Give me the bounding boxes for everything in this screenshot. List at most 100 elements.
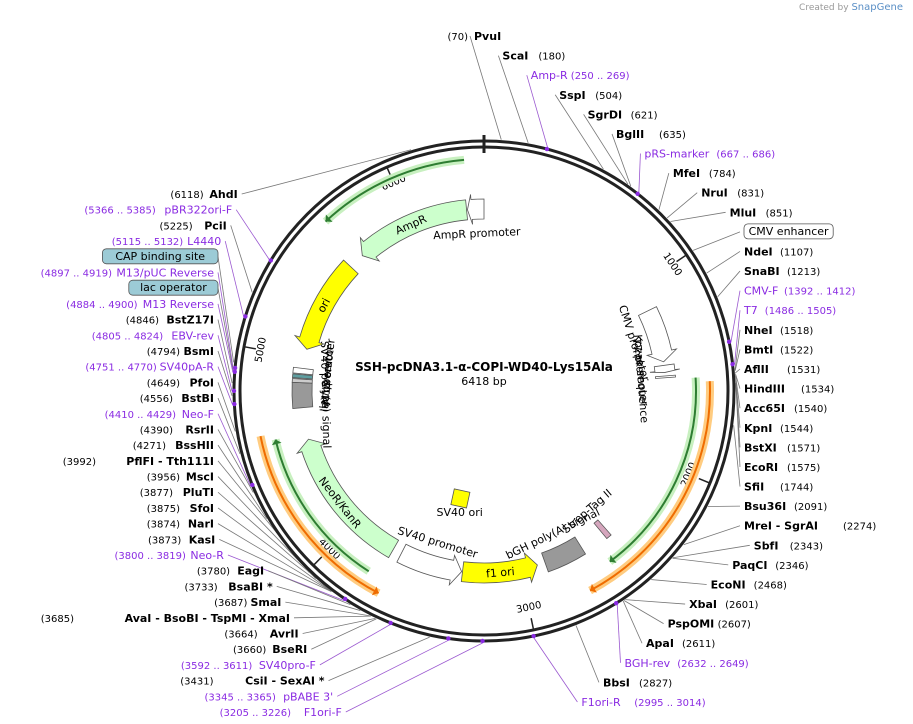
site-aflii[interactable]: AflII(1531) bbox=[744, 363, 820, 376]
site-bsshii[interactable]: BssHII(4271) bbox=[133, 439, 214, 452]
site-sbfi[interactable]: SbfI(2343) bbox=[754, 539, 823, 552]
site-bgh-rev[interactable]: BGH-rev(2632 .. 2649) bbox=[624, 657, 748, 670]
site-prs-marker[interactable]: pRS-marker(667 .. 686) bbox=[644, 148, 775, 161]
site-pspomi[interactable]: PspOMI(2607) bbox=[668, 618, 751, 631]
site-bstbi[interactable]: BstBI(4556) bbox=[140, 392, 214, 405]
site-name: ApaI bbox=[646, 637, 674, 650]
site-nrui[interactable]: NruI(831) bbox=[701, 187, 764, 200]
site-m13-reverse[interactable]: M13 Reverse(4884 .. 4900) bbox=[66, 298, 214, 311]
plasmid-name: SSH-pcDNA3.1-α-COPI-WD40-Lys15Ala bbox=[355, 360, 613, 374]
leader-line bbox=[219, 538, 332, 592]
site-pcii[interactable]: PciI(5225) bbox=[159, 219, 226, 232]
site-m13-puc-reverse[interactable]: M13/pUC Reverse(4897 .. 4919) bbox=[41, 266, 215, 279]
site-cap-binding-site[interactable]: CAP binding site bbox=[102, 248, 219, 265]
site-paqci[interactable]: PaqCI(2346) bbox=[732, 559, 808, 572]
site-pvui[interactable]: (70)PvuI bbox=[447, 30, 501, 43]
site-kasi[interactable]: KasI(3873) bbox=[148, 533, 215, 546]
site-sgrdi[interactable]: SgrDI(621) bbox=[588, 108, 658, 121]
feature-neor-kanr[interactable] bbox=[295, 438, 400, 559]
site-smai[interactable]: SmaI(3687) bbox=[214, 596, 281, 609]
site-kpni[interactable]: KpnI(1544) bbox=[744, 422, 813, 435]
site-xbai[interactable]: XbaI(2601) bbox=[689, 598, 758, 611]
site-pluti[interactable]: PluTI(3877) bbox=[140, 486, 214, 499]
feature-sv40-poly-a-signal[interactable] bbox=[291, 381, 314, 409]
site-nhei[interactable]: NheI(1518) bbox=[744, 324, 813, 337]
site-f1ori-r[interactable]: F1ori-R(2995 .. 3014) bbox=[581, 696, 705, 709]
site-bseri[interactable]: BseRI(3660) bbox=[233, 643, 307, 656]
site-snabi[interactable]: SnaBI(1213) bbox=[744, 265, 820, 278]
site-cmv-f[interactable]: CMV-F(1392 .. 1412) bbox=[744, 285, 856, 298]
site-bsabi[interactable]: BsaBI *(3733) bbox=[184, 580, 273, 593]
site-mfei[interactable]: MfeI(784) bbox=[673, 167, 736, 180]
site-sfii[interactable]: SfiI(1744) bbox=[744, 481, 813, 494]
site-name: PflFI - Tth111I bbox=[126, 455, 214, 468]
site-nari[interactable]: NarI(3874) bbox=[147, 518, 214, 531]
site-apai[interactable]: ApaI(2611) bbox=[646, 637, 715, 650]
site-neo-f[interactable]: Neo-F(4410 .. 4429) bbox=[105, 408, 214, 421]
feature-ampr[interactable] bbox=[359, 199, 468, 262]
site-rsrii[interactable]: RsrII(4390) bbox=[140, 423, 214, 436]
site-scai[interactable]: ScaI(180) bbox=[502, 50, 565, 63]
site-csii-sexai[interactable]: CsiI - SexAI *(3431) bbox=[180, 675, 325, 688]
credit-prefix: Created by bbox=[799, 3, 849, 13]
site-l4440[interactable]: L4440(5115 .. 5132) bbox=[112, 235, 221, 248]
site-bstxi[interactable]: BstXI(1571) bbox=[744, 441, 820, 454]
site-bbsi[interactable]: BbsI(2827) bbox=[603, 676, 672, 689]
site-acc65i[interactable]: Acc65I(1540) bbox=[744, 402, 827, 415]
site-name: BGH-rev bbox=[624, 657, 670, 670]
site-position: (6118) bbox=[170, 190, 203, 201]
leader-line bbox=[575, 625, 600, 683]
site-sv40pa-r[interactable]: SV40pA-R(4751 .. 4770) bbox=[85, 361, 214, 374]
site-t7[interactable]: T7(1486 .. 1505) bbox=[743, 304, 836, 317]
site-bmti[interactable]: BmtI(1522) bbox=[744, 343, 813, 356]
site-name: RsrII bbox=[185, 423, 214, 436]
site-ndei[interactable]: NdeI(1107) bbox=[744, 245, 813, 258]
site-pfoi[interactable]: PfoI(4649) bbox=[147, 376, 214, 389]
site-mrei-sgrai[interactable]: MreI - SgrAI(2274) bbox=[744, 520, 876, 533]
site-pbr322ori-f[interactable]: pBR322ori-F(5366 .. 5385) bbox=[84, 204, 232, 217]
feature-sv40-promoter[interactable] bbox=[396, 543, 463, 587]
site-avai-bsobi-tspmi-xmai[interactable]: AvaI - BsoBI - TspMI - XmaI(3685) bbox=[41, 612, 290, 625]
site-pflfi-tth111i[interactable]: PflFI - Tth111I(3992) bbox=[63, 455, 214, 468]
site-cmv-enhancer[interactable]: CMV enhancer bbox=[743, 223, 834, 240]
site-name: NruI bbox=[701, 187, 728, 200]
site-bsmi[interactable]: BsmI(4794) bbox=[147, 345, 214, 358]
site-neo-r[interactable]: Neo-R(3800 .. 3819) bbox=[114, 549, 224, 562]
site-sspi[interactable]: SspI(504) bbox=[559, 89, 622, 102]
site-msci[interactable]: MscI(3956) bbox=[147, 471, 214, 484]
leader-line bbox=[638, 153, 641, 193]
site-f1ori-f[interactable]: F1ori-F(3205 .. 3226) bbox=[220, 706, 342, 719]
site-mlui[interactable]: MluI(851) bbox=[730, 206, 793, 219]
site-hindiii[interactable]: HindIII(1534) bbox=[744, 383, 834, 396]
site-bstz17i[interactable]: BstZ17I(4846) bbox=[126, 314, 214, 327]
site-ebv-rev[interactable]: EBV-rev(4805 .. 4824) bbox=[92, 329, 215, 342]
site-lac-operator[interactable]: lac operator bbox=[128, 279, 219, 296]
feature-ori[interactable] bbox=[293, 259, 359, 350]
leader-line bbox=[692, 231, 741, 251]
site-position: (2346) bbox=[775, 561, 808, 572]
site-eagi[interactable]: EagI(3780) bbox=[197, 565, 264, 578]
feature-strep-tag-ii[interactable] bbox=[593, 519, 612, 540]
site-pbabe-3[interactable]: pBABE 3'(3345 .. 3365) bbox=[205, 690, 334, 703]
feature-bgh-poly-a-signal[interactable] bbox=[541, 536, 587, 573]
site-bsu36i[interactable]: Bsu36I(2091) bbox=[744, 500, 827, 513]
site-amp-r[interactable]: Amp-R(250 .. 269) bbox=[531, 69, 630, 82]
site-ecori[interactable]: EcoRI(1575) bbox=[744, 461, 820, 474]
feature-t7-promoter[interactable] bbox=[649, 363, 680, 373]
site-avrii[interactable]: AvrII(3664) bbox=[224, 628, 298, 641]
feature-sv40-ori[interactable] bbox=[450, 488, 471, 509]
feature-cmv-promoter[interactable] bbox=[637, 306, 678, 363]
feature-label: M13 rev bbox=[319, 359, 334, 405]
site-sv40pro-f[interactable]: SV40pro-F(3592 .. 3611) bbox=[181, 659, 316, 672]
feature-lac-promoter[interactable] bbox=[292, 366, 314, 376]
feature-kozak-sequence[interactable] bbox=[654, 374, 676, 379]
leader-line bbox=[217, 303, 234, 372]
site-bglii[interactable]: BglII(635) bbox=[616, 128, 686, 141]
site-ahdi[interactable]: AhdI(6118) bbox=[170, 188, 237, 201]
feature-lac-operator[interactable] bbox=[292, 373, 314, 380]
feature-ampr-promoter[interactable] bbox=[467, 194, 485, 225]
feature-f1-ori[interactable] bbox=[460, 551, 538, 584]
feature-m13-rev[interactable] bbox=[291, 378, 313, 384]
site-econi[interactable]: EcoNI(2468) bbox=[711, 578, 787, 591]
site-sfoi[interactable]: SfoI(3875) bbox=[147, 502, 214, 515]
